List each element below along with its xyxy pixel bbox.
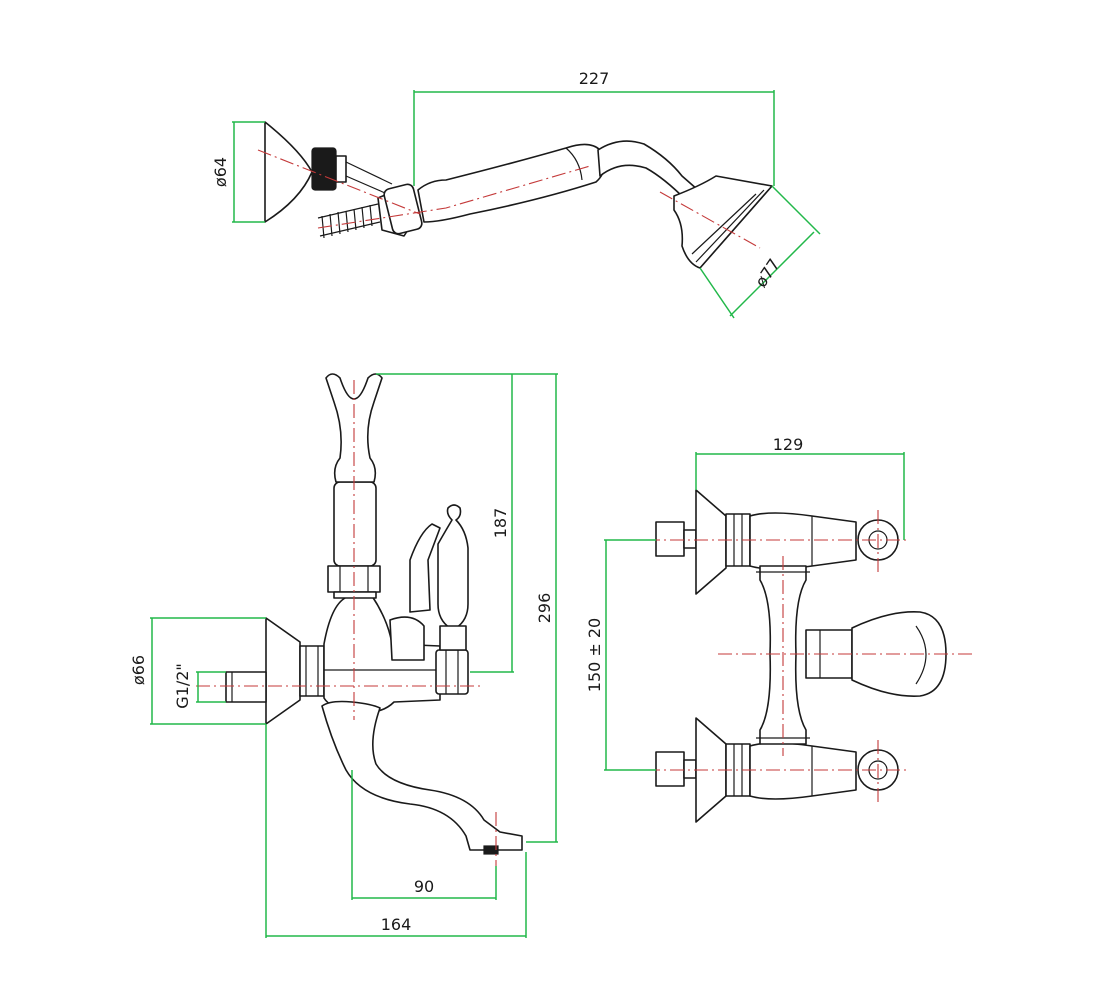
- upper-inlet: [655, 521, 685, 557]
- dim-thread: G1/2": [173, 663, 192, 709]
- upper-body: [749, 512, 857, 570]
- dim-hand-shower-length: 227: [579, 69, 610, 88]
- dim-hand-shower-head-dia: ø77: [751, 255, 784, 291]
- diverter-ring: [389, 616, 425, 661]
- shower-column: [333, 481, 377, 567]
- lower-inlet: [655, 751, 685, 787]
- dim-cradle-height: 187: [491, 508, 510, 539]
- spout-aerator: [483, 845, 499, 855]
- dim-overall-depth: 164: [381, 915, 412, 934]
- wall-flange: [265, 617, 301, 725]
- dim-flange-dia: ø66: [129, 655, 148, 685]
- dim-overall-height: 296: [535, 593, 554, 624]
- hose-knurled-nut: [311, 147, 337, 191]
- hand-shower-view: 227 ø77 ø64: [211, 69, 821, 319]
- hand-shower-head: [673, 175, 773, 269]
- lower-body: [749, 742, 857, 800]
- hand-shower-handle: [417, 143, 605, 223]
- body-nut: [299, 645, 325, 697]
- hose-coil: [317, 203, 381, 239]
- dim-spout-reach: 90: [414, 877, 434, 896]
- upper-flange: [695, 489, 727, 595]
- mixer-top-view: 129 150 ± 20: [585, 435, 976, 823]
- bath-spout: [321, 700, 523, 851]
- hose-connection-disc: [264, 121, 313, 223]
- mixer-side-view: ø66 G1/2" 187 296 90 164: [129, 373, 558, 938]
- dim-top-width: 129: [773, 435, 804, 454]
- dim-hose-disc-dia: ø64: [211, 157, 230, 187]
- dim-centers: 150 ± 20: [585, 618, 604, 692]
- handle-nut: [435, 649, 469, 695]
- hand-shower-neck: [597, 140, 699, 201]
- lever-handle: [409, 523, 441, 613]
- porcelain-handle: [437, 504, 469, 629]
- inlet-fitting: [225, 671, 267, 703]
